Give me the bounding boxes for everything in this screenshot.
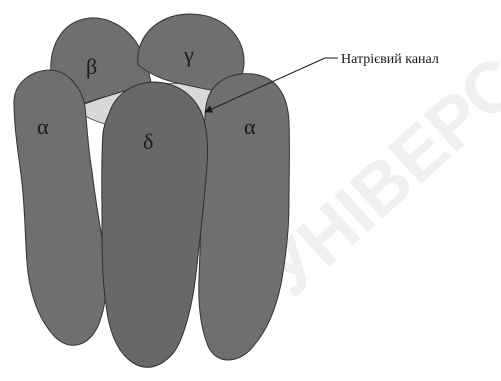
- alpha-right-label: α: [244, 114, 256, 139]
- sodium-channel-label: Натрієвий канал: [341, 52, 439, 67]
- beta-label: β: [86, 54, 97, 79]
- subunit-delta: [102, 82, 208, 367]
- gamma-label: γ: [183, 42, 194, 67]
- delta-label: δ: [143, 129, 153, 154]
- alpha-left-label: α: [37, 114, 49, 139]
